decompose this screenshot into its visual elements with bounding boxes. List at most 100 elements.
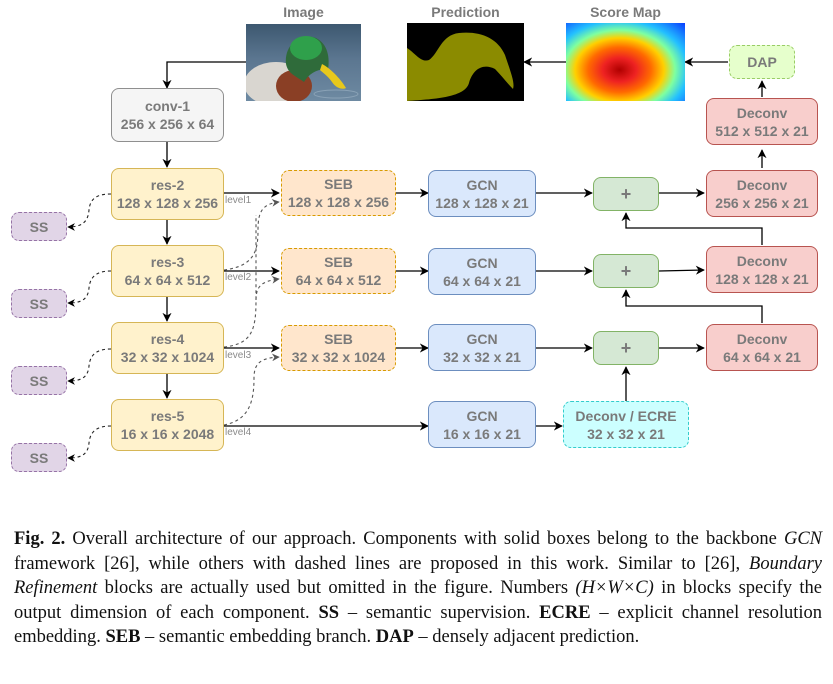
deconv-ecre-block: Deconv / ECRE 32 x 32 x 21: [563, 401, 689, 448]
deconv1-dims: 512 x 512 x 21: [715, 122, 809, 139]
level3-label: level3: [225, 350, 252, 361]
dap-block: DAP: [729, 45, 795, 79]
seb1-dims: 128 x 128 x 256: [287, 194, 390, 210]
prediction-shape: [407, 32, 514, 101]
caption-hwc-math: (H×W×C): [575, 578, 654, 598]
deconv3-title: Deconv: [736, 252, 788, 269]
sum2-plus-icon: +: [620, 261, 632, 281]
conv1-title: conv-1: [144, 98, 191, 114]
architecture-diagram: Image Prediction Score Map conv-1 256 x …: [11, 4, 818, 472]
level1-label: level1: [225, 195, 252, 206]
gcn2-title: GCN: [466, 254, 498, 271]
edge-image-conv1: [162, 61, 246, 89]
sum2-node: +: [593, 254, 659, 288]
seb1-block: SEB 128 x 128 x 256: [281, 170, 396, 216]
res5-block: res-5 16 x 16 x 2048: [111, 399, 224, 451]
image-label: Image: [283, 4, 324, 20]
caption-text-7: – semantic embedding branch.: [140, 627, 376, 647]
prediction-label: Prediction: [431, 4, 500, 20]
res2-title: res-2: [150, 177, 185, 193]
seb2-title: SEB: [324, 254, 353, 270]
edge-res3-ss2: [67, 270, 112, 307]
seb3-block: SEB 32 x 32 x 1024: [281, 325, 396, 371]
gcn1-block: GCN 128 x 128 x 21: [428, 170, 536, 217]
gcn3-block: GCN 32 x 32 x 21: [428, 324, 536, 371]
ecre-title: Deconv / ECRE: [575, 407, 677, 424]
ecre-dims: 32 x 32 x 21: [587, 425, 665, 442]
ss2-block: SS: [11, 289, 67, 318]
caption-fig-label: Fig. 2.: [14, 529, 66, 549]
gcn2-dims: 64 x 64 x 21: [443, 272, 521, 289]
edge-res5-seb3-dashed: [223, 353, 280, 426]
res4-block: res-4 32 x 32 x 1024: [111, 322, 224, 374]
sum3-plus-icon: +: [620, 338, 632, 358]
res3-dims: 64 x 64 x 512: [124, 272, 211, 288]
gcn1-dims: 128 x 128 x 21: [435, 194, 529, 211]
deconv4-block: Deconv 64 x 64 x 21: [706, 324, 818, 371]
score-map-label: Score Map: [590, 4, 661, 20]
res4-title: res-4: [150, 331, 185, 347]
seb2-block: SEB 64 x 64 x 512: [281, 248, 396, 294]
edge-sum2-deconv3: [658, 265, 705, 275]
edge-res4-seb1-dashed: [223, 215, 257, 348]
res5-dims: 16 x 16 x 2048: [120, 426, 215, 442]
deconv4-title: Deconv: [736, 330, 788, 347]
edge-res2-ss1: [67, 193, 112, 231]
caption-text-3: blocks are actually used but omitted in …: [97, 578, 576, 598]
ss4-title: SS: [29, 449, 49, 466]
caption-text-1: Overall architecture of our approach. Co…: [65, 529, 784, 549]
edge-deconv4-sum2: [621, 289, 763, 323]
seb3-dims: 32 x 32 x 1024: [291, 349, 386, 365]
ss1-title: SS: [29, 218, 49, 235]
deconv3-block: Deconv 128 x 128 x 21: [706, 246, 818, 293]
caption-text-2: framework [26], while others with dashed…: [14, 553, 750, 574]
dap-title: DAP: [747, 54, 777, 70]
level4-label: level4: [225, 427, 252, 438]
conv1-dims: 256 x 256 x 64: [120, 116, 215, 132]
connector-layer: [67, 57, 767, 462]
sum1-plus-icon: +: [620, 184, 632, 204]
deconv1-title: Deconv: [736, 104, 788, 121]
caption-text-4: in blocks specify the output dimension o…: [14, 578, 823, 623]
res4-dims: 32 x 32 x 1024: [120, 349, 215, 365]
res5-title: res-5: [150, 408, 185, 424]
caption-text-5: – semantic supervision.: [339, 602, 540, 623]
deconv2-block: Deconv 256 x 256 x 21: [706, 170, 818, 217]
ss4-block: SS: [11, 443, 67, 472]
gcn3-dims: 32 x 32 x 21: [443, 348, 521, 365]
gcn3-title: GCN: [466, 330, 498, 347]
deconv2-title: Deconv: [736, 176, 788, 193]
input-image-duck: [246, 24, 361, 101]
gcn1-title: GCN: [466, 176, 498, 193]
seb3-title: SEB: [324, 331, 353, 347]
ss1-block: SS: [11, 212, 67, 241]
sum1-node: +: [593, 177, 659, 211]
deconv4-dims: 64 x 64 x 21: [723, 348, 801, 365]
caption-br-italic: Boundary Refinement: [14, 553, 822, 599]
ss3-block: SS: [11, 366, 67, 395]
res3-title: res-3: [150, 254, 185, 270]
gcn2-block: GCN 64 x 64 x 21: [428, 248, 536, 295]
gcn4-title: GCN: [466, 407, 498, 424]
seb2-dims: 64 x 64 x 512: [295, 272, 382, 288]
res2-dims: 128 x 128 x 256: [116, 195, 219, 211]
caption-dap-bold: DAP: [375, 627, 414, 647]
conv1-block: conv-1 256 x 256 x 64: [111, 88, 224, 142]
deconv2-dims: 256 x 256 x 21: [715, 194, 809, 211]
edge-res3-seb1-dashed: [223, 198, 280, 271]
caption-seb-bold: SEB: [105, 627, 141, 647]
res3-block: res-3 64 x 64 x 512: [111, 245, 224, 297]
deconv1-block: Deconv 512 x 512 x 21: [706, 98, 818, 145]
edge-res4-seb2-dashed: [255, 275, 280, 301]
caption-gcn-italic: GCN: [783, 529, 822, 549]
ss2-title: SS: [29, 295, 49, 312]
edge-res5-ss4: [67, 425, 112, 462]
edge-deconv3-sum1: [621, 212, 763, 245]
ss3-title: SS: [29, 372, 49, 389]
level2-label: level2: [225, 272, 252, 283]
edge-res4-ss3: [67, 348, 112, 385]
res2-block: res-2 128 x 128 x 256: [111, 168, 224, 220]
figure-caption: Fig. 2. Overall architecture of our appr…: [14, 527, 822, 650]
deconv3-dims: 128 x 128 x 21: [715, 270, 809, 287]
caption-ecre-bold: ECRE: [539, 602, 591, 623]
